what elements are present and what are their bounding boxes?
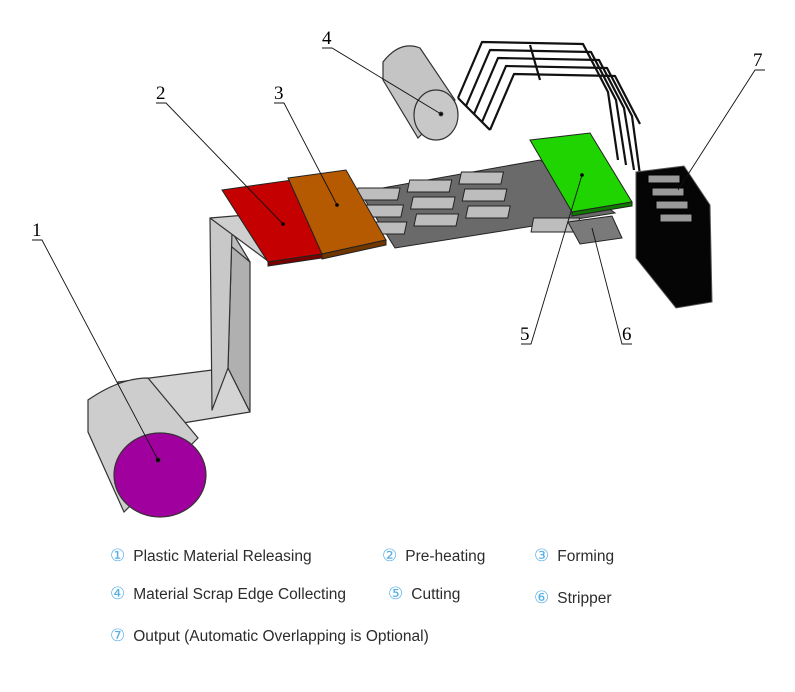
legend-mark-4: ④ — [110, 584, 126, 603]
legend-mark-1: ① — [110, 546, 126, 565]
legend-text-5: Cutting — [411, 586, 461, 603]
callout-2: 2 — [156, 83, 166, 104]
legend-mark-5: ⑤ — [388, 584, 404, 603]
callout-1: 1 — [32, 220, 42, 241]
scrap-wire-frame — [456, 40, 642, 176]
legend-item-1: ① Plastic Material Releasing — [110, 546, 312, 566]
heater-shape — [221, 179, 323, 267]
legend-item-6: ⑥ Stripper — [534, 588, 612, 608]
legend-item-5: ⑤ Cutting — [388, 584, 460, 604]
cutter-shape — [529, 132, 633, 217]
callout-3: 3 — [274, 83, 284, 104]
output-stack-shape — [635, 165, 713, 309]
roll-1-shape — [87, 377, 207, 518]
legend-mark-7: ⑦ — [110, 626, 126, 645]
stripper-shape — [567, 215, 623, 245]
former-shape — [287, 169, 387, 260]
callout-dots — [156, 173, 584, 462]
legend-text-6: Stripper — [557, 590, 612, 607]
legend-mark-3: ③ — [534, 546, 550, 565]
legend-text-4: Material Scrap Edge Collecting — [133, 586, 347, 603]
callout-4: 4 — [322, 28, 332, 49]
legend-item-2: ② Pre-heating — [382, 546, 485, 566]
legend-item-4: ④ Material Scrap Edge Collecting — [110, 584, 346, 604]
legend-text-7: Output (Automatic Overlapping is Optiona… — [133, 628, 429, 645]
legend-text-3: Forming — [557, 548, 615, 565]
callout-7: 7 — [753, 50, 763, 71]
callout-leaders — [32, 47, 765, 461]
legend-item-3: ③ Forming — [534, 546, 614, 566]
callout-5: 5 — [520, 324, 530, 345]
legend-text-2: Pre-heating — [405, 548, 486, 565]
scrap-roll-shape — [382, 45, 459, 141]
tray-conveyor — [354, 159, 617, 249]
legend-text-1: Plastic Material Releasing — [133, 548, 312, 565]
legend-item-7: ⑦ Output (Automatic Overlapping is Option… — [110, 626, 429, 646]
legend-mark-6: ⑥ — [534, 588, 550, 607]
callout-6: 6 — [622, 324, 632, 345]
legend-mark-2: ② — [382, 546, 398, 565]
